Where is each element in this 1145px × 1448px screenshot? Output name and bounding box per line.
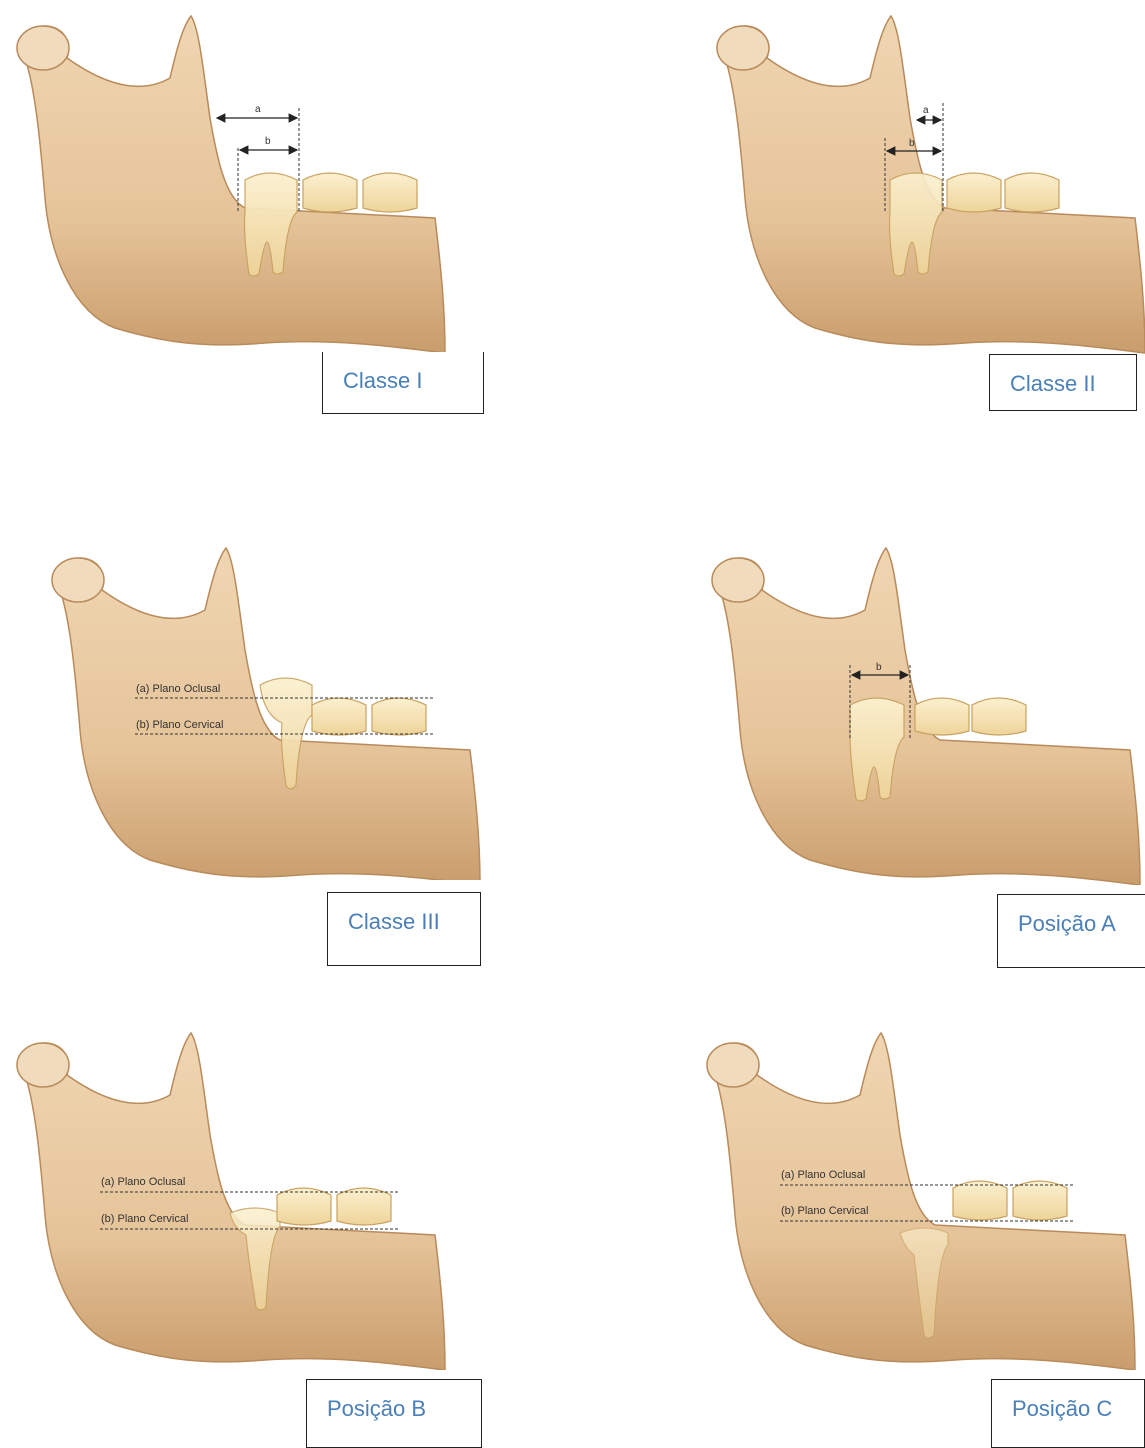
measure-a-label: a (923, 105, 929, 116)
molar-2 (915, 698, 969, 735)
label-posicao-b: Posição B (306, 1379, 482, 1448)
cervical-plane-label: (b) Plano Cervical (101, 1213, 188, 1225)
panel-classe-iii: (a) Plano Oclusal (b) Plano Cervical (40, 540, 490, 880)
condyle (712, 558, 764, 602)
molar-2 (953, 1181, 1007, 1220)
condyle (17, 1043, 69, 1087)
measure-b-label: b (909, 138, 915, 149)
panel-classe-i: a b (5, 8, 455, 358)
molar-1 (1013, 1181, 1067, 1220)
panel-classe-ii: a b (705, 8, 1145, 358)
mandible-diagram: (a) Plano Oclusal (b) Plano Cervical (695, 1025, 1145, 1370)
label-posicao-a: Posição A (997, 894, 1145, 968)
condyle (707, 1043, 759, 1087)
label-classe-iii: Classe III (327, 892, 481, 966)
molar-2 (312, 698, 366, 735)
panel-posicao-a: b (700, 540, 1145, 885)
condyle (17, 26, 69, 70)
molar-1 (337, 1188, 391, 1225)
panel-posicao-b: (a) Plano Oclusal (b) Plano Cervical (5, 1025, 455, 1370)
occlusal-plane-label: (a) Plano Oclusal (781, 1169, 865, 1181)
condyle (717, 26, 769, 70)
molar-1 (363, 173, 417, 212)
measure-b-label: b (265, 136, 271, 147)
molar-2 (947, 173, 1001, 212)
label-classe-i: Classe I (322, 352, 484, 414)
molar-1 (372, 698, 426, 735)
mandible-diagram: a b (705, 8, 1145, 358)
condyle (52, 558, 104, 602)
molar-1 (972, 698, 1026, 735)
molar-1 (1005, 173, 1059, 212)
label-classe-ii: Classe II (989, 354, 1137, 411)
occlusal-plane-label: (a) Plano Oclusal (136, 683, 220, 695)
mandible-diagram: a b (5, 8, 455, 358)
measure-b-label: b (876, 662, 882, 673)
cervical-plane-label: (b) Plano Cervical (136, 719, 223, 731)
molar-2 (277, 1188, 331, 1225)
mandible-diagram: (a) Plano Oclusal (b) Plano Cervical (40, 540, 490, 880)
mandible-diagram: (a) Plano Oclusal (b) Plano Cervical (5, 1025, 455, 1370)
mandible-diagram: b (700, 540, 1145, 885)
occlusal-plane-label: (a) Plano Oclusal (101, 1176, 185, 1188)
molar-2 (303, 173, 357, 212)
measure-a-label: a (255, 104, 261, 115)
panel-posicao-c: (a) Plano Oclusal (b) Plano Cervical (695, 1025, 1145, 1370)
label-posicao-c: Posição C (991, 1379, 1145, 1448)
cervical-plane-label: (b) Plano Cervical (781, 1205, 868, 1217)
